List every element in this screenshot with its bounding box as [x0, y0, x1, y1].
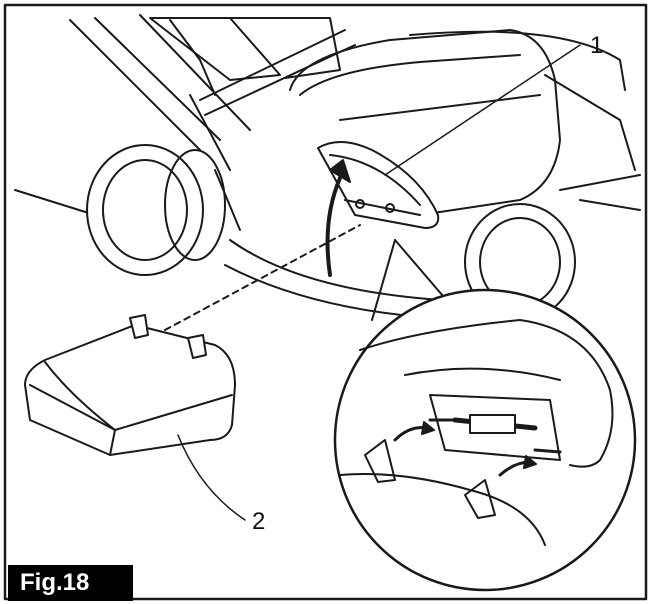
- guide-line: [164, 224, 361, 331]
- figure-label: Fig.18: [8, 565, 133, 601]
- callout-2: 2: [252, 508, 266, 535]
- callout-1: 1: [590, 32, 604, 59]
- motor-housing: [224, 29, 641, 321]
- rear-flap: [317, 141, 440, 229]
- figure-border: [3, 3, 648, 601]
- zoom-connector-right: [371, 239, 396, 321]
- detail-magnifier: [333, 288, 637, 592]
- lift-arrow: [325, 159, 351, 277]
- mower-rear-body: [14, 17, 341, 216]
- callout-1-leader: [384, 44, 581, 176]
- callout-2-leader: [177, 434, 246, 521]
- grass-deflector: [24, 314, 236, 456]
- mower-handle: [69, 14, 356, 231]
- front-wheel: [86, 144, 226, 276]
